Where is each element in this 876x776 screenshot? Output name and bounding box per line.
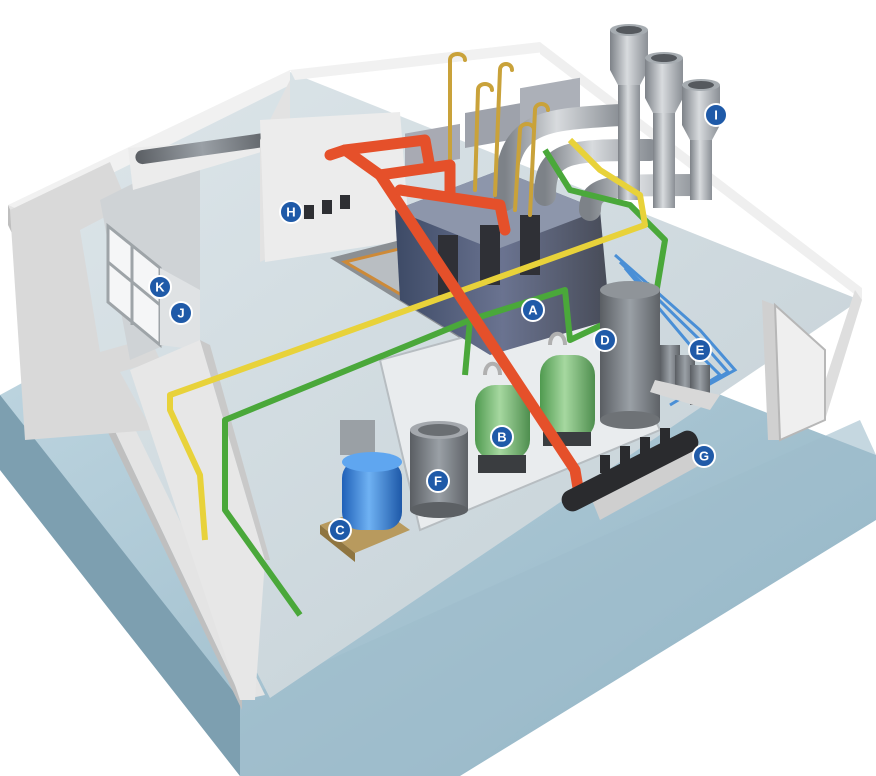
callout-i: I — [704, 103, 728, 127]
svg-text:J: J — [177, 306, 184, 321]
stack-2 — [645, 52, 683, 208]
svg-text:H: H — [286, 205, 295, 220]
control-panels — [304, 195, 350, 219]
exhaust-stacks — [610, 24, 720, 208]
svg-text:I: I — [714, 108, 718, 123]
svg-text:F: F — [434, 474, 442, 489]
callout-d: D — [593, 328, 617, 352]
callout-f: F — [426, 469, 450, 493]
deaerator-tank — [600, 281, 660, 429]
svg-text:E: E — [696, 343, 705, 358]
callout-c: C — [328, 518, 352, 542]
pumps — [650, 345, 720, 410]
callout-b: B — [490, 425, 514, 449]
callout-k: K — [148, 275, 172, 299]
svg-text:D: D — [600, 333, 609, 348]
svg-text:K: K — [155, 280, 165, 295]
vent-pipes — [448, 52, 550, 217]
steam-header — [561, 428, 700, 520]
steam-pipe — [324, 134, 586, 506]
svg-text:G: G — [699, 449, 709, 464]
front-wall — [130, 340, 270, 700]
gas-pipe-yellow — [167, 137, 648, 541]
svg-text:C: C — [335, 523, 345, 538]
callout-g: G — [692, 444, 716, 468]
svg-text:B: B — [497, 430, 506, 445]
callout-j: J — [169, 301, 193, 325]
callout-a: A — [521, 298, 545, 322]
water-softeners — [475, 331, 595, 473]
callout-e: E — [688, 338, 712, 362]
stack-1 — [610, 24, 648, 200]
callout-h: H — [279, 200, 303, 224]
svg-text:A: A — [528, 303, 538, 318]
